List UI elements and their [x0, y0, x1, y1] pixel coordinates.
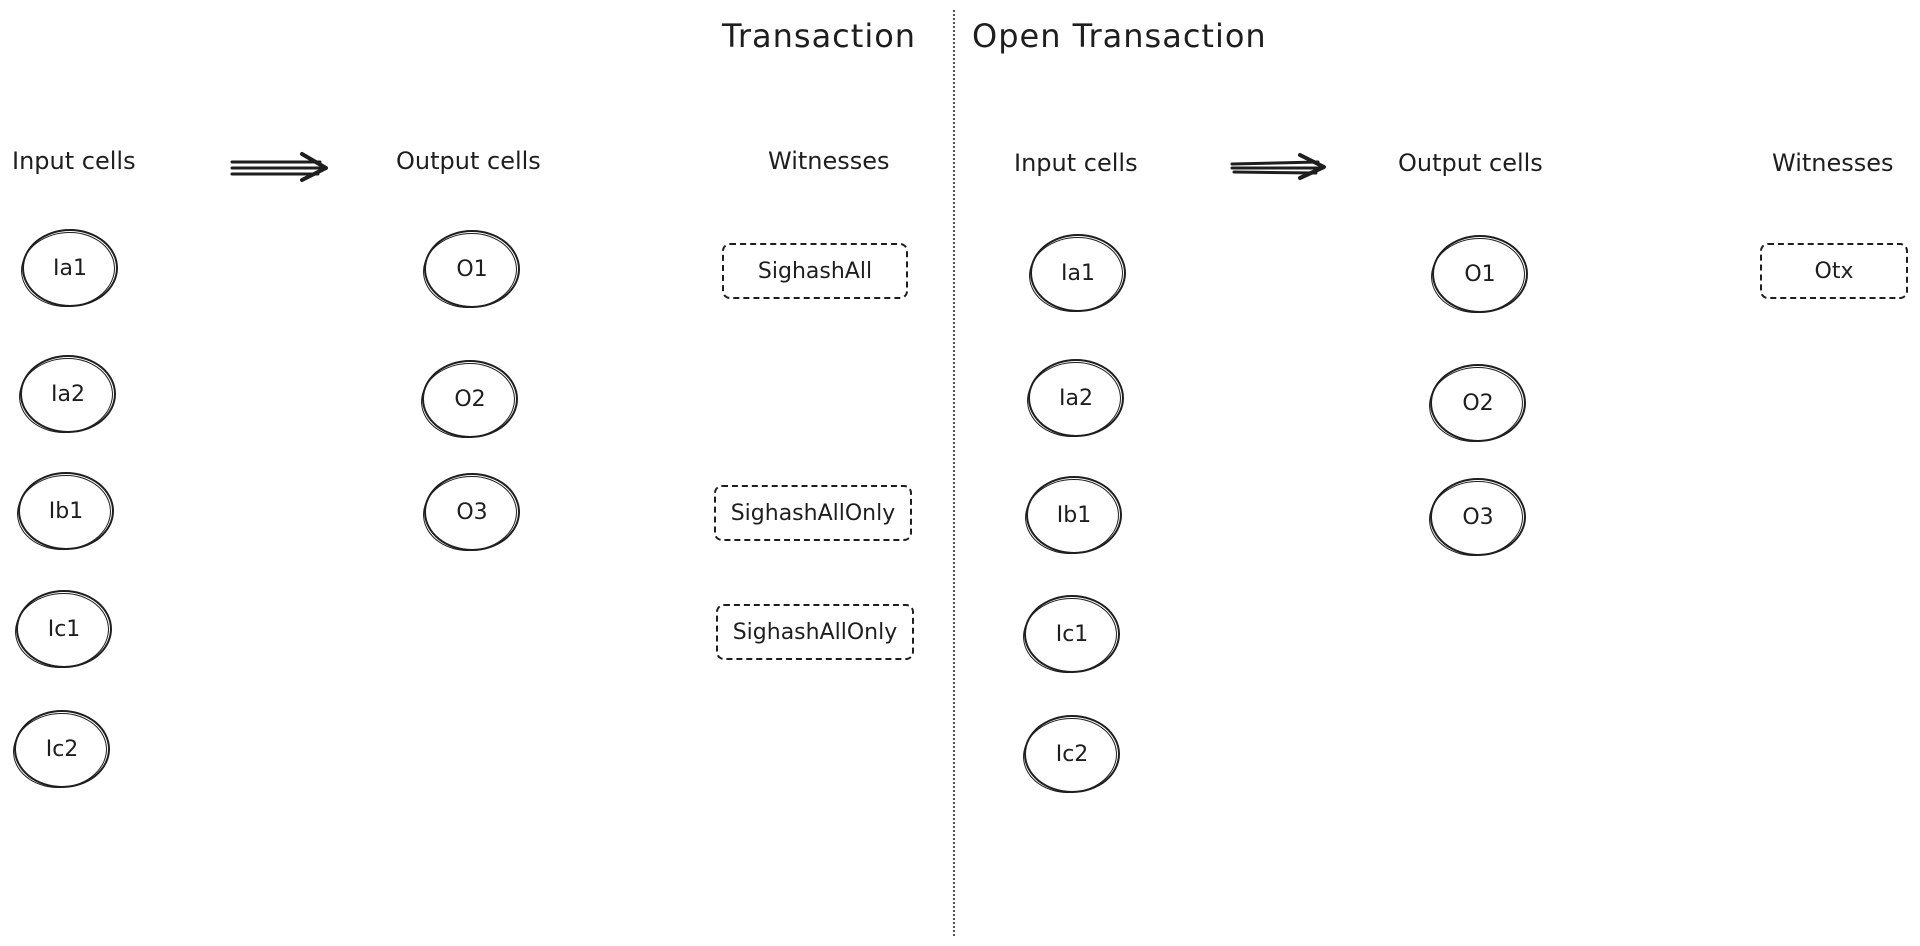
cell-label: O3 — [456, 499, 488, 525]
witness-label: SighashAllOnly — [732, 619, 898, 645]
left-witness-box: SighashAll — [722, 243, 908, 299]
right-witness-box: Otx — [1760, 243, 1908, 299]
right-output-cell: O1 — [1432, 235, 1528, 313]
right-input-cell: Ia2 — [1028, 359, 1124, 437]
witness-label: Otx — [1814, 258, 1854, 284]
cell-label: O1 — [456, 256, 488, 282]
cell-label: O2 — [454, 386, 486, 412]
left-output-cell: O2 — [422, 360, 518, 438]
cell-label: Ic1 — [47, 616, 81, 642]
right-input-cell: Ic1 — [1024, 595, 1120, 673]
left-input-cell: Ib1 — [18, 472, 114, 550]
title-open-transaction: Open Transaction — [972, 17, 1267, 55]
witness-label: SighashAll — [757, 258, 873, 284]
left-header-output-cells: Output cells — [396, 147, 541, 175]
cell-label: Ia2 — [1059, 385, 1093, 411]
left-header-witnesses: Witnesses — [768, 147, 890, 175]
cell-label: O3 — [1462, 504, 1494, 530]
cell-label: Ic2 — [45, 736, 79, 762]
left-witness-box: SighashAllOnly — [714, 485, 912, 541]
cell-label: Ia1 — [1061, 260, 1095, 286]
left-witness-box: SighashAllOnly — [716, 604, 914, 660]
left-output-cell: O1 — [424, 230, 520, 308]
section-divider — [953, 10, 955, 936]
cell-label: Ic1 — [1055, 621, 1089, 647]
right-arrow-icon — [1230, 153, 1326, 180]
cell-label: O1 — [1464, 261, 1496, 287]
left-input-cell: Ia1 — [22, 229, 118, 307]
left-arrow-icon — [230, 152, 328, 182]
cell-label: Ia1 — [53, 255, 87, 281]
right-header-witnesses: Witnesses — [1772, 149, 1894, 177]
left-input-cell: Ic1 — [16, 590, 112, 668]
title-transaction: Transaction — [722, 17, 917, 55]
left-input-cell: Ia2 — [20, 355, 116, 433]
cell-label: Ib1 — [1056, 502, 1092, 528]
right-input-cell: Ia1 — [1030, 234, 1126, 312]
cell-label: Ic2 — [1055, 741, 1089, 767]
cell-label: O2 — [1462, 390, 1494, 416]
right-header-input-cells: Input cells — [1014, 149, 1138, 177]
left-output-cell: O3 — [424, 473, 520, 551]
right-output-cell: O3 — [1430, 478, 1526, 556]
right-header-output-cells: Output cells — [1398, 149, 1543, 177]
right-input-cell: Ic2 — [1024, 715, 1120, 793]
right-output-cell: O2 — [1430, 364, 1526, 442]
cell-label: Ib1 — [48, 498, 84, 524]
left-input-cell: Ic2 — [14, 710, 110, 788]
right-input-cell: Ib1 — [1026, 476, 1122, 554]
left-header-input-cells: Input cells — [12, 147, 136, 175]
cell-label: Ia2 — [51, 381, 85, 407]
witness-label: SighashAllOnly — [730, 500, 896, 526]
